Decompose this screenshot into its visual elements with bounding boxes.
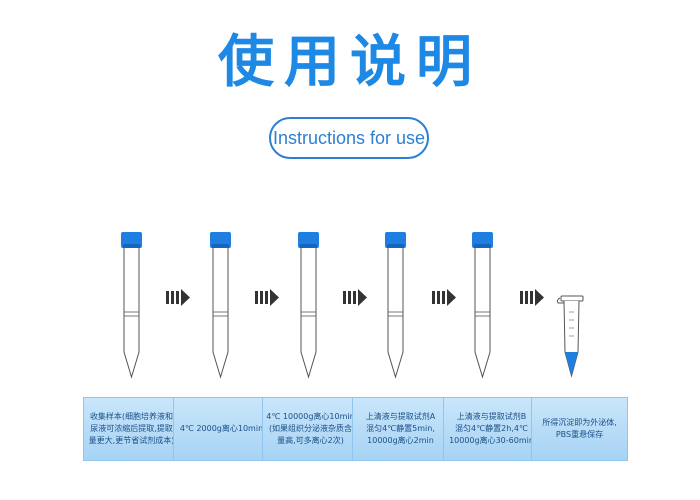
subtitle-badge: Instructions for use [269,117,429,159]
step-1-box: 收集样本(细胞培养液和尿液可浓缩后提取,提取量更大,更节省试剂成本) [83,397,180,461]
centrifuge-tube-icon [385,232,406,379]
arrow-icon [343,289,367,306]
centrifuge-tube-icon [121,232,142,379]
step-2-box: 4℃ 2000g离心10min [173,397,270,461]
step-3-text: 4℃ 10000g离心10min (如果组织分泌液杂质含量高,可多离心2次) [266,412,355,445]
step-5-box: 上清液与提取试剂B 混匀4℃静置2h,4℃ 10000g离心30-60min [443,397,540,461]
step-6-box: 所得沉淀即为外泌体, PBS重悬保存 [531,397,628,461]
arrow-icon [255,289,279,306]
arrow-icon [166,289,190,306]
microtube-icon [556,295,584,378]
centrifuge-tube-icon [298,232,319,379]
step-4-box: 上清液与提取试剂A 混匀4℃静置5min, 10000g离心2min [352,397,449,461]
arrow-icon [432,289,456,306]
arrow-icon [520,289,544,306]
step-2-text: 4℃ 2000g离心10min [179,424,264,433]
step-6-text: 所得沉淀即为外泌体, PBS重悬保存 [542,418,617,439]
centrifuge-tube-icon [472,232,493,379]
step-4-text: 上清液与提取试剂A 混匀4℃静置5min, 10000g离心2min [365,412,436,445]
step-1-text: 收集样本(细胞培养液和尿液可浓缩后提取,提取量更大,更节省试剂成本) [88,412,175,445]
centrifuge-tube-icon [210,232,231,379]
step-5-text: 上清液与提取试剂B 混匀4℃静置2h,4℃ 10000g离心30-60min [449,412,534,445]
page-title: 使用说明 [218,30,482,95]
step-3-box: 4℃ 10000g离心10min (如果组织分泌液杂质含量高,可多离心2次) [262,397,359,461]
